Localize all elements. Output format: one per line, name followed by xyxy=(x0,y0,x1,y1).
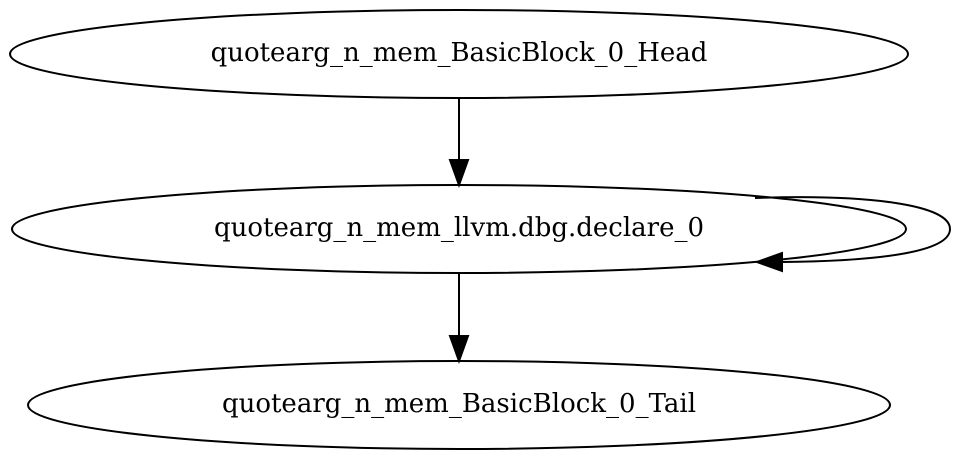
node-tail[interactable]: quotearg_n_mem_BasicBlock_0_Tail xyxy=(27,360,891,450)
edge-declare-to-tail-arrowhead xyxy=(448,335,470,364)
edge-declare-self-loop-line xyxy=(754,196,952,263)
edge-head-to-declare-arrowhead xyxy=(448,159,470,188)
node-declare-label: quotearg_n_mem_llvm.dbg.declare_0 xyxy=(214,213,704,243)
node-head-label: quotearg_n_mem_BasicBlock_0_Head xyxy=(211,38,708,68)
edge-declare-self-loop-arrowhead xyxy=(754,251,783,273)
edge-declare-self-loop xyxy=(754,196,952,273)
node-head[interactable]: quotearg_n_mem_BasicBlock_0_Head xyxy=(9,9,909,99)
node-tail-label: quotearg_n_mem_BasicBlock_0_Tail xyxy=(222,389,696,419)
edge-declare-to-tail xyxy=(448,273,470,364)
edge-head-to-declare xyxy=(448,98,470,188)
